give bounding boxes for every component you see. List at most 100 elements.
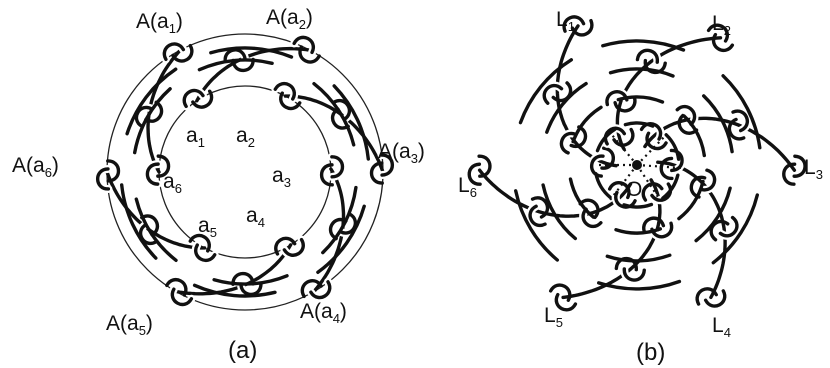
inner-label-a6: a6 [163, 170, 182, 196]
chain-a1-hook-1 [160, 40, 194, 64]
link-label-L3: L3 [804, 156, 823, 182]
chain-b3-hook-2 [727, 107, 752, 141]
ring-b-1-seg-1 [595, 127, 617, 153]
figure-b: O L1 L2 L3 L4 L5 L6 (b) [458, 8, 823, 366]
inner-label-a1: a1 [186, 124, 205, 150]
chain-a2-hook-3 [180, 86, 214, 111]
chain-a5-hook-3-top [282, 237, 305, 257]
chain-b1-hook-1-top [562, 15, 586, 33]
chain-a6-hook-1-top [95, 167, 111, 191]
link-label-L2: L2 [712, 12, 731, 38]
ring-b-1-seg-3 [664, 133, 681, 161]
chain-a5-hook-3-bottom [274, 236, 297, 256]
chain-b1-hook-1 [560, 12, 594, 37]
chain-a1-hook-1-top [162, 42, 186, 62]
chain-b3-hook-2-bottom [727, 117, 746, 141]
chain-a1-hook-3 [143, 154, 171, 189]
chain-b1-hook-1-bottom [570, 18, 594, 37]
chain-a5-hook-1-bottom [165, 278, 188, 297]
chain-a1-hook-1-bottom [171, 43, 194, 63]
chain-b6-hook-2-bottom [530, 196, 550, 219]
chain-b5-hook-1-bottom [548, 283, 572, 302]
chain-a4-hook-1 [300, 277, 334, 302]
spoke-5 [609, 164, 638, 201]
outer-label-A-a1: A(a1) [136, 10, 183, 36]
inner-label-a5: a5 [198, 214, 217, 240]
chain-b2-hook-1-top [706, 23, 729, 43]
ring-b-4-seg-1 [518, 58, 573, 125]
ring-b-4-seg-5 [597, 279, 682, 291]
chain-b6-hook-2-top [528, 204, 547, 228]
ring-b-1-seg-2 [623, 121, 655, 128]
chain-b4-hook-4 [659, 146, 687, 181]
chain-b6-hook-1 [465, 154, 492, 189]
chain-a4-hook-1-bottom [300, 279, 323, 299]
center-spokes [596, 134, 683, 201]
ring-b-2-seg-1 [571, 105, 603, 144]
chain-a4-hook-1-top [309, 280, 332, 300]
ring-b-4-seg-2 [601, 39, 686, 52]
chain-a2-hook-1-bottom [298, 45, 321, 64]
chain-b2-hook-2-top [635, 48, 659, 64]
chain-a5-hook-2-bottom [231, 271, 255, 286]
chain-a2-hook-1 [290, 33, 321, 64]
chain-a2-hook-2-bottom [231, 57, 255, 73]
chain-a6-hook-3 [188, 233, 219, 265]
ring-a-2-seg-1 [125, 67, 178, 136]
chain-b6-hook-2 [526, 196, 550, 230]
chain-b5-hook-2-bottom [614, 256, 638, 272]
ring-b-3-seg-3 [702, 94, 734, 154]
link-label-L1: L1 [556, 8, 575, 34]
ring-b-4-seg-3 [721, 74, 762, 150]
chain-a2-hook-1-top [292, 35, 316, 55]
chain-b4-hook-1-top [703, 289, 727, 308]
chain-a2-hook-3-bottom [191, 89, 214, 109]
chain-b4-hook-4-bottom [659, 156, 674, 181]
chain-a3-hook-3-bottom [279, 91, 302, 111]
chain-b3-hook-4-bottom [645, 131, 668, 151]
chain-a3-hook-3 [271, 79, 302, 111]
chain-b6-hook-4-bottom [607, 181, 631, 200]
chain-a4-hook-3-top [330, 155, 345, 179]
ring-a-2-seg-3 [332, 84, 370, 161]
ring-a-2-seg-2 [209, 46, 294, 59]
ring-b-1-seg-4 [661, 173, 680, 200]
outer-label-A-a5: A(a5) [106, 312, 153, 338]
chain-b2-hook-4-top [603, 126, 626, 146]
ring-b-2-seg-2 [616, 95, 665, 104]
chain-a1-hook-2-bottom [144, 100, 164, 123]
outer-label-A-a4: A(a4) [300, 300, 347, 326]
link-label-L6: L6 [458, 174, 477, 200]
ring-b-4-seg-6 [514, 189, 559, 262]
chain-b1-hook-3-bottom [569, 125, 588, 149]
ring-a-1-seg-6 [134, 197, 178, 262]
link-label-L4: L4 [712, 314, 731, 340]
chain-a6-hook-2-bottom [140, 214, 159, 237]
chain-b4-hook-1 [695, 286, 729, 310]
chain-b6-hook-4-top [614, 190, 637, 209]
chain-a6-hook-3-top [194, 243, 217, 262]
ring-b-3-seg-1 [545, 81, 588, 134]
ring-b-2-seg-3 [682, 114, 706, 158]
ring-a-2-seg-5 [192, 283, 277, 298]
chain-b1-hook-3 [557, 125, 588, 157]
chain-b3-hook-3-top [675, 104, 697, 126]
figure-b-chain-links [465, 12, 809, 314]
chain-b3-hook-4 [637, 119, 668, 151]
ring-b-1-seg-6 [594, 172, 612, 199]
chain-b4-hook-1-bottom [695, 287, 718, 306]
chain-b6-hook-3-bottom [578, 198, 600, 220]
chain-b5-hook-4-bottom [641, 182, 664, 202]
ring-a-1-seg-3 [312, 82, 356, 147]
chain-b2-hook-4 [601, 124, 635, 148]
chain-b6-hook-1-bottom [477, 154, 492, 178]
chain-b2-hook-1-bottom [711, 32, 735, 52]
chain-a1-hook-3-bottom [156, 154, 171, 178]
chain-b2-hook-3-bottom [613, 96, 637, 113]
caption-b: (b) [636, 339, 665, 366]
ring-a-1-seg-4 [321, 185, 358, 255]
chain-b3-hook-4-top [639, 122, 663, 141]
chain-a3-hook-2-bottom [331, 107, 350, 130]
chain-b1-hook-3-top [559, 131, 578, 155]
chain-b5-hook-4-top [650, 182, 672, 202]
